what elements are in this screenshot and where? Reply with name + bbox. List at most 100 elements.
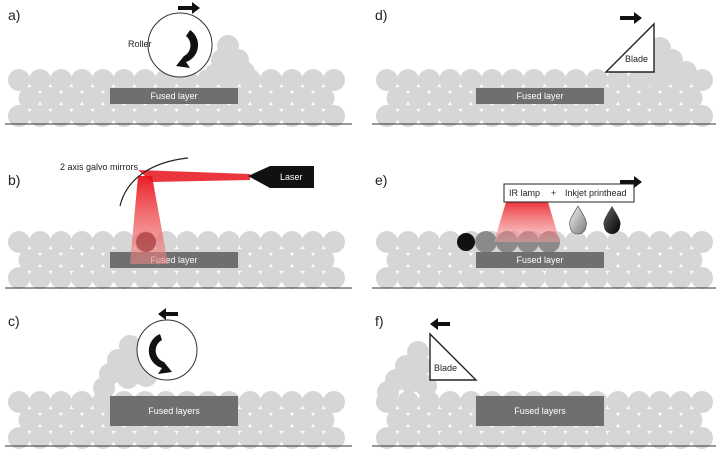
- powder-particle: [18, 409, 41, 431]
- powder-particle: [607, 427, 629, 449]
- powder-particle: [418, 105, 440, 127]
- fused-layer-label-a: Fused layer: [150, 91, 197, 101]
- powder-particle: [281, 105, 303, 127]
- powder-particle: [649, 105, 671, 127]
- rotation-arrow-icon: [148, 334, 172, 374]
- powder-particle: [8, 427, 30, 449]
- blade-icon: [604, 22, 655, 73]
- powder-particle: [502, 105, 524, 127]
- powder-particle: [29, 105, 51, 127]
- arrow-right-icon: [620, 12, 642, 24]
- powder-particle: [565, 231, 587, 253]
- powder-particle: [218, 105, 240, 127]
- powder-particle: [71, 69, 93, 91]
- arrow-right-icon: [620, 176, 642, 188]
- powder-particle: [81, 249, 104, 271]
- powder-particle: [81, 87, 104, 109]
- powder-particle: [239, 231, 261, 253]
- powder-particle: [460, 427, 482, 449]
- powder-particle: [323, 391, 345, 413]
- powder-particle: [670, 267, 692, 289]
- powder-particle: [439, 267, 461, 289]
- powder-particle: [60, 249, 83, 271]
- powder-particle: [376, 231, 398, 253]
- powder-particle: [8, 231, 30, 253]
- powder-particle: [376, 105, 398, 127]
- powder-particle: [239, 427, 261, 449]
- powder-particle: [481, 427, 503, 449]
- powder-particle: [270, 249, 293, 271]
- powder-particle: [407, 409, 430, 431]
- powder-particle: [8, 391, 30, 413]
- powder-particle: [502, 69, 524, 91]
- powder-particle: [260, 69, 282, 91]
- powder-particle: [323, 69, 345, 91]
- fused-layers-c: [110, 396, 238, 426]
- powder-particle: [523, 105, 545, 127]
- powder-particle: [397, 391, 419, 413]
- powder-particle: [586, 231, 608, 253]
- powder-particle: [71, 427, 93, 449]
- fused-layer-e: [476, 252, 604, 268]
- panel-label-f: f): [375, 313, 384, 329]
- powder-particle: [71, 231, 93, 253]
- arrow-left-icon: [158, 308, 178, 320]
- powder-particle: [460, 105, 482, 127]
- roller-c: [136, 319, 198, 381]
- powder-particle: [197, 267, 219, 289]
- powder-particle: [29, 267, 51, 289]
- panel-e: e) Fused layer IR lamp + Inkjet printhea…: [372, 172, 716, 289]
- powder-particle: [302, 105, 324, 127]
- fused-layer-label-b: Fused layer: [150, 255, 197, 265]
- blade-label-d: Blade: [625, 54, 648, 64]
- powder-particle: [39, 249, 62, 271]
- powder-particle: [323, 231, 345, 253]
- powder-particle: [218, 231, 240, 253]
- powder-particle: [176, 231, 198, 253]
- powder-particle: [397, 69, 419, 91]
- powder-particle: [397, 267, 419, 289]
- powder-particle: [113, 231, 135, 253]
- powder-particle: [607, 231, 629, 253]
- powder-particle: [691, 427, 713, 449]
- powder-particle: [691, 391, 713, 413]
- powder-particle: [418, 427, 440, 449]
- roller-label: Roller: [128, 39, 152, 49]
- plus-label: +: [551, 188, 556, 198]
- powder-particle: [260, 391, 282, 413]
- powder-particle: [670, 105, 692, 127]
- powder-particle: [670, 391, 692, 413]
- powder-particle: [29, 231, 51, 253]
- panel-label-a: a): [8, 7, 20, 23]
- powder-particle: [565, 105, 587, 127]
- powder-particle: [428, 249, 451, 271]
- powder-particle: [670, 427, 692, 449]
- powder-particle: [117, 367, 139, 389]
- fused-layer-label-e: Fused layer: [516, 255, 563, 265]
- powder-particle: [233, 61, 255, 83]
- powder-particle: [312, 409, 335, 431]
- powder-particle: [628, 391, 650, 413]
- powder-particle: [218, 427, 240, 449]
- powder-particle: [607, 267, 629, 289]
- panel-label-d: d): [375, 7, 387, 23]
- powder-particle: [680, 249, 703, 271]
- powder-particle: [481, 69, 503, 91]
- powder-particle: [407, 249, 430, 271]
- powder-particle: [155, 427, 177, 449]
- powder-particle: [176, 267, 198, 289]
- powder-particle: [586, 267, 608, 289]
- powder-particle: [249, 409, 272, 431]
- panel-label-e: e): [375, 172, 387, 188]
- powder-pile-a: [205, 35, 255, 85]
- powder-particle: [92, 267, 114, 289]
- powder-particle: [649, 267, 671, 289]
- powder-particle: [92, 427, 114, 449]
- powder-particle: [649, 427, 671, 449]
- powder-particle: [18, 249, 41, 271]
- powder-particle: [659, 409, 682, 431]
- powder-particle: [29, 427, 51, 449]
- powder-particle: [439, 427, 461, 449]
- powder-particle: [260, 105, 282, 127]
